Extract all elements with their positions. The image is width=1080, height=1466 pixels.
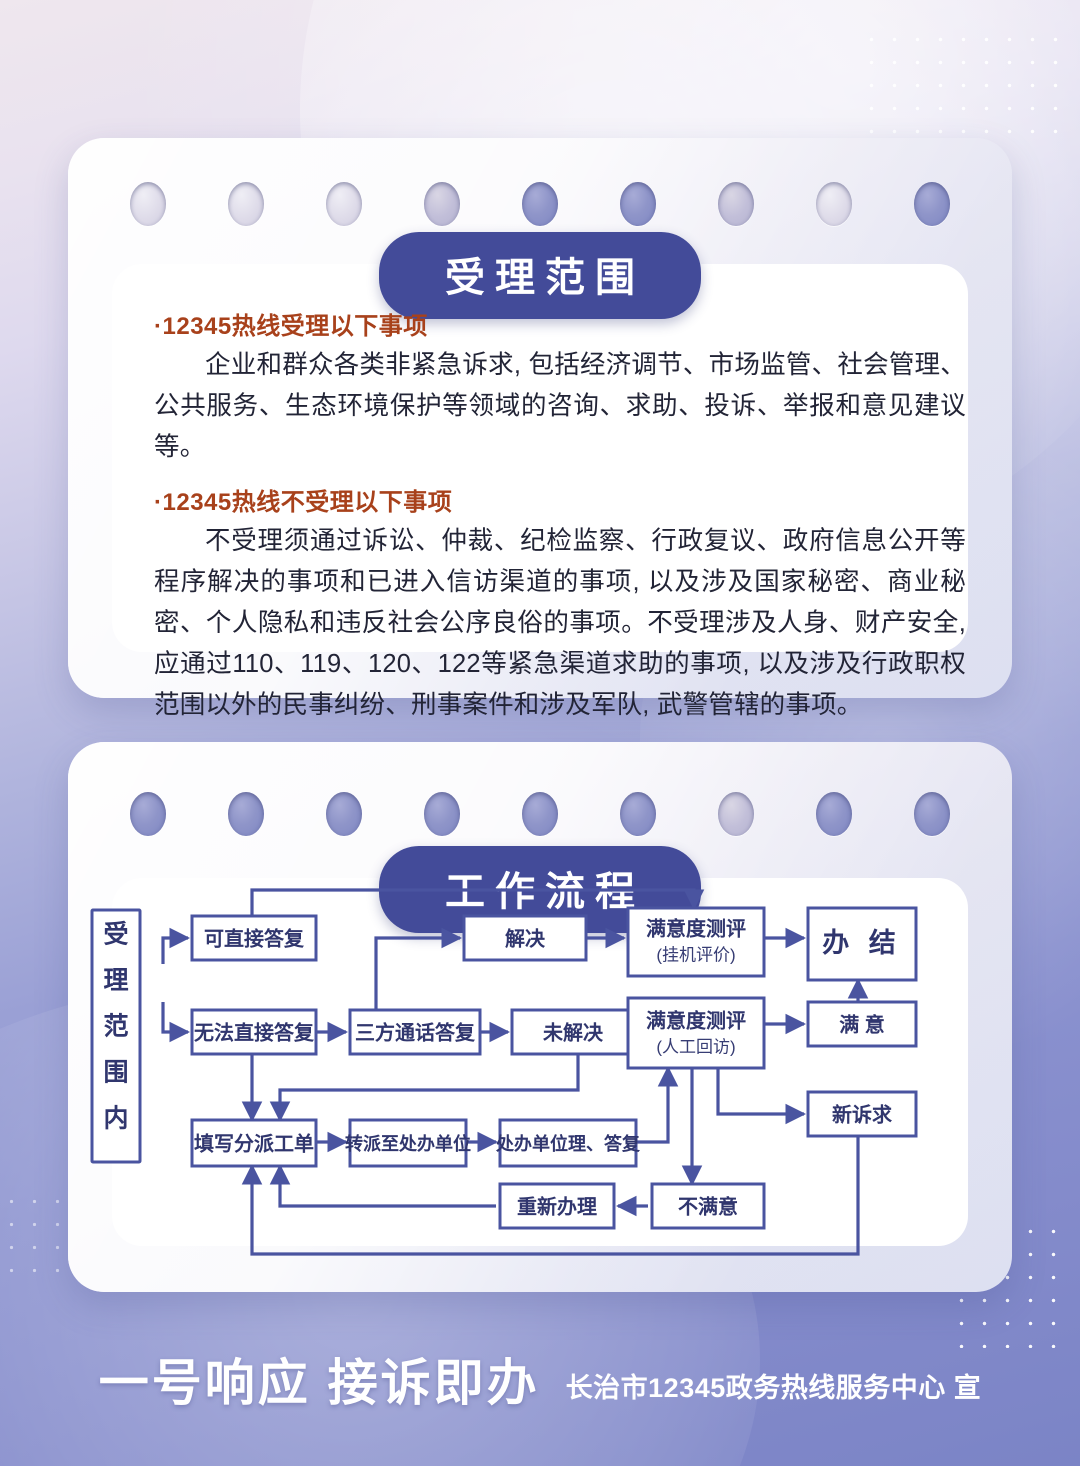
flow-node-survey-hangup-label-2: (挂机评价): [656, 945, 735, 964]
flow-node-unresolved: [510, 1008, 636, 1056]
poster-footer: 一号响应 接诉即办 长治市12345政务热线服务中心 宣: [0, 1292, 1080, 1466]
workflow-flowchart: 受 理 范 围 内 可直接答复 无法直接答复 三方通话答复 解决 未解决 满意度…: [90, 888, 918, 1256]
flow-node-dissatisfied: [650, 1182, 766, 1230]
flow-node-unit-handle: [498, 1118, 638, 1168]
punch-hole: [522, 792, 558, 836]
scope-title-pill: 受理范围: [379, 232, 701, 319]
punch-hole: [816, 792, 852, 836]
flow-node-unit-handle-label: 处办单位理、答复: [495, 1133, 641, 1154]
punch-hole: [914, 182, 950, 226]
flow-node-survey-hangup: [626, 906, 766, 978]
punch-hole: [620, 792, 656, 836]
flow-node-transfer-unit-label: 转派至处办单位: [345, 1133, 471, 1154]
punch-hole: [620, 182, 656, 226]
flow-node-fill-order-label: 填写分派工单: [194, 1131, 314, 1155]
scope-body: ·12345热线受理以下事项 企业和群众各类非紧急诉求, 包括经济调节、市场监管…: [154, 306, 966, 740]
scope-paragraph-accepted: 企业和群众各类非紧急诉求, 包括经济调节、市场监管、社会管理、公共服务、生态环境…: [154, 351, 966, 461]
flow-node-transfer-unit: [348, 1118, 468, 1168]
flow-node-new-request: [806, 1090, 918, 1138]
punch-hole: [130, 182, 166, 226]
flow-node-direct-reply-label: 可直接答复: [204, 926, 305, 950]
scope-card: 受理范围 ·12345热线受理以下事项 企业和群众各类非紧急诉求, 包括经济调节…: [68, 138, 1012, 719]
punch-hole: [914, 792, 950, 836]
punch-hole: [326, 792, 362, 836]
punch-hole: [522, 182, 558, 226]
punch-hole-row: [68, 792, 1012, 836]
punch-hole-row: [68, 182, 1012, 226]
punch-hole: [326, 182, 362, 226]
scope-subheading-accepted: ·12345热线受理以下事项: [154, 313, 428, 340]
flow-node-scope-in-char: 内: [103, 1105, 128, 1133]
flow-node-survey-manual-label-1: 满意度测评: [646, 1008, 746, 1032]
flow-node-cannot-direct: [190, 1008, 318, 1056]
flow-node-satisfied: [806, 1000, 918, 1048]
flow-node-scope-in-char: 范: [103, 1013, 128, 1041]
flow-node-closed-label: 办 结: [822, 928, 902, 958]
flow-node-three-way: [348, 1008, 482, 1056]
flow-node-scope-in: [90, 908, 142, 1164]
flow-node-three-way-label: 三方通话答复: [355, 1020, 476, 1044]
punch-hole: [718, 182, 754, 226]
footer-slogan: 一号响应 接诉即办: [98, 1355, 540, 1411]
flow-node-new-request-label: 新诉求: [832, 1102, 893, 1126]
flow-node-scope-in-char: 围: [103, 1059, 128, 1087]
flow-node-closed: [806, 906, 918, 982]
workflow-card: 工作流程: [68, 742, 1012, 1292]
punch-hole: [718, 792, 754, 836]
scope-subheading-rejected: ·12345热线不受理以下事项: [154, 489, 453, 516]
flow-node-fill-order: [190, 1118, 318, 1168]
flow-node-survey-manual: [626, 996, 766, 1070]
flow-node-redo-label: 重新办理: [517, 1194, 597, 1218]
flow-node-satisfied-label: 满 意: [839, 1012, 885, 1036]
flow-node-scope-in-char: 理: [103, 967, 128, 995]
punch-hole: [816, 182, 852, 226]
flow-node-resolved: [462, 914, 588, 962]
dot-grid-top-right: [860, 28, 1072, 146]
flow-node-direct-reply: [190, 914, 318, 962]
flow-node-scope-in-char: 受: [103, 920, 128, 949]
scope-paragraph-rejected: 不受理须通过诉讼、仲裁、纪检监察、行政复议、政府信息公开等程序解决的事项和已进入…: [154, 527, 966, 719]
flow-node-cannot-direct-label: 无法直接答复: [194, 1020, 315, 1044]
punch-hole: [228, 792, 264, 836]
punch-hole: [424, 792, 460, 836]
punch-hole: [424, 182, 460, 226]
punch-hole: [130, 792, 166, 836]
flow-node-survey-manual-label-2: (人工回访): [656, 1037, 735, 1056]
scope-panel: [112, 264, 968, 652]
flow-node-survey-hangup-label-1: 满意度测评: [646, 916, 746, 940]
flow-node-resolved-label: 解决: [505, 926, 546, 950]
flow-node-dissatisfied-label: 不满意: [678, 1194, 738, 1218]
footer-organization: 长治市12345政务热线服务中心 宣: [565, 1372, 982, 1403]
punch-hole: [228, 182, 264, 226]
flow-node-unresolved-label: 未解决: [543, 1020, 604, 1044]
flow-node-redo: [498, 1182, 616, 1230]
